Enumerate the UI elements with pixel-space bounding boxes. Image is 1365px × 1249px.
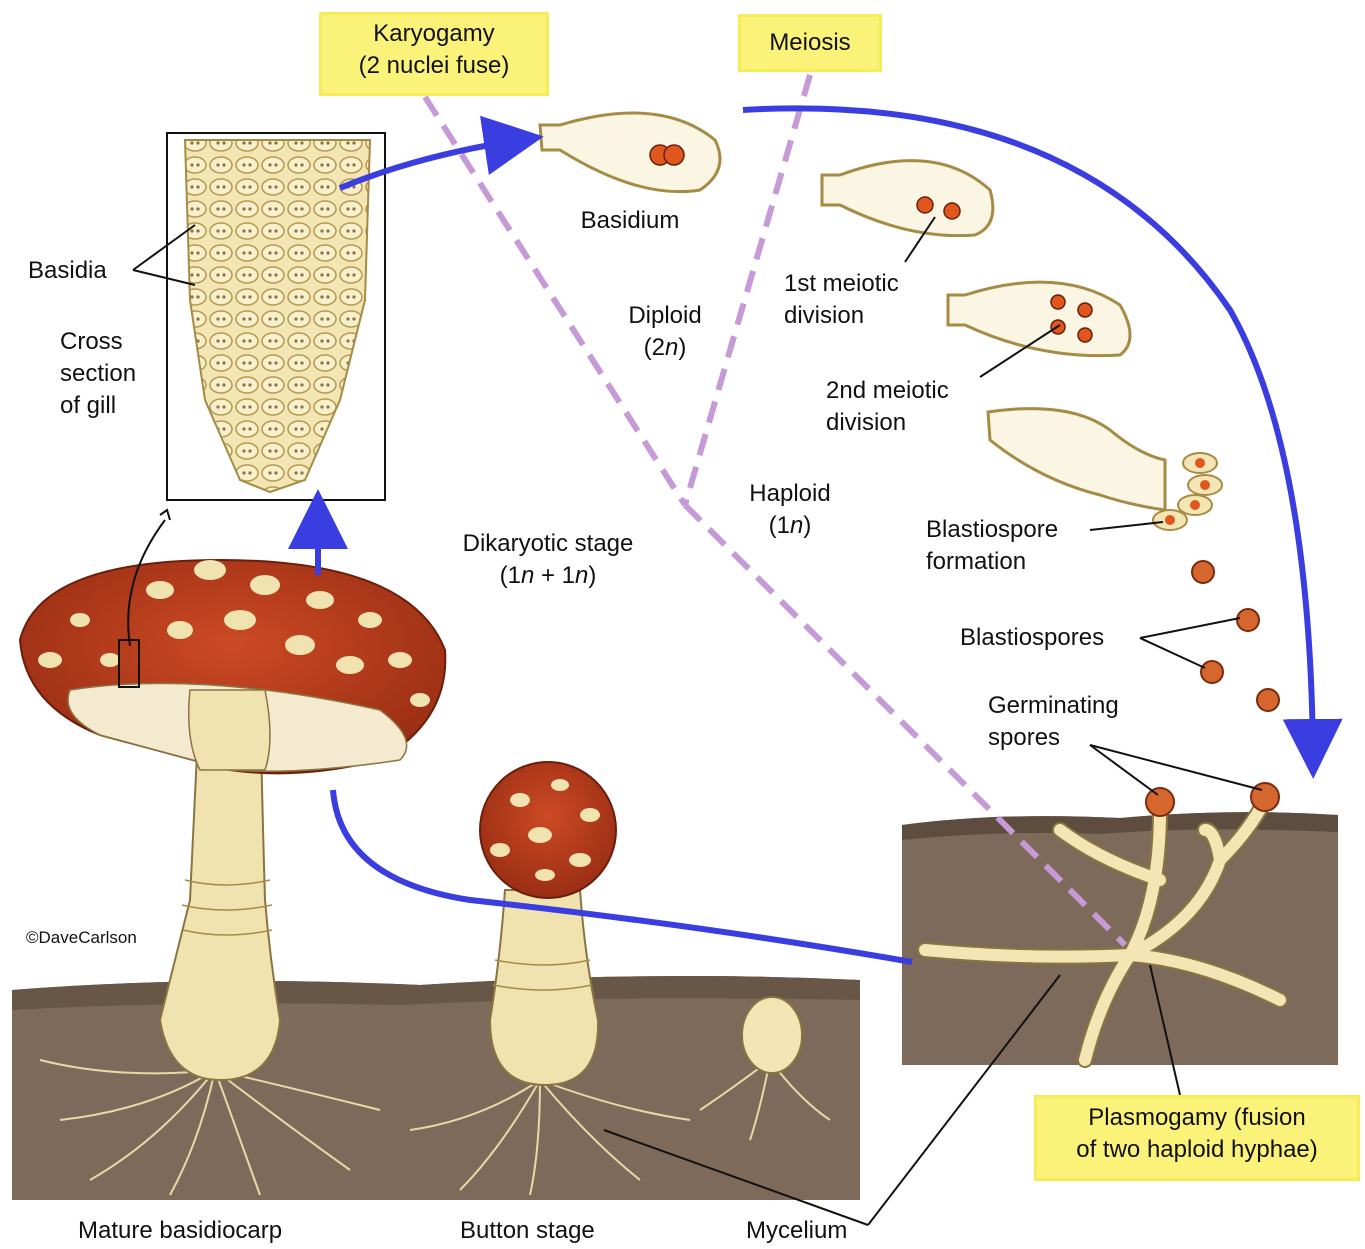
- basidium-blastiospore-formation: [988, 409, 1222, 530]
- blastiospores-label: Blastiospores: [960, 622, 1104, 654]
- first-meiotic-division-label: 1st meiotic division: [784, 268, 899, 332]
- haploid-label: Haploid (1n): [722, 478, 858, 542]
- copyright-label: ©DaveCarlson: [26, 922, 137, 954]
- basidium-diploid: [540, 113, 720, 192]
- gill-cross-section: [167, 133, 385, 500]
- mature-basidiocarp-label: Mature basidiocarp: [78, 1215, 282, 1247]
- basidia-label: Basidia: [28, 255, 107, 287]
- second-meiotic-division-label: 2nd meiotic division: [826, 375, 949, 439]
- basidium-label: Basidium: [555, 205, 705, 237]
- basidium-first-division: [822, 161, 993, 236]
- dikaryotic-stage-label: Dikaryotic stage (1n + 1n): [428, 528, 668, 592]
- blastiospores: [1192, 561, 1279, 711]
- karyogamy-label: Karyogamy (2 nuclei fuse): [319, 12, 549, 96]
- blastiospore-formation-label: Blastiospore formation: [926, 514, 1058, 578]
- meiosis-label: Meiosis: [738, 14, 882, 72]
- mycelium-label: Mycelium: [746, 1215, 847, 1247]
- basidium-second-division: [948, 282, 1130, 355]
- plasmogamy-label: Plasmogamy (fusion of two haploid hyphae…: [1034, 1095, 1360, 1181]
- button-stage-label: Button stage: [460, 1215, 595, 1247]
- cross-section-label: Cross section of gill: [60, 326, 136, 422]
- button-mushroom: [480, 762, 616, 1085]
- diploid-label: Diploid (2n): [600, 300, 730, 364]
- germinating-spores-label: Germinating spores: [988, 690, 1119, 754]
- egg-stage-mushroom: [742, 997, 802, 1073]
